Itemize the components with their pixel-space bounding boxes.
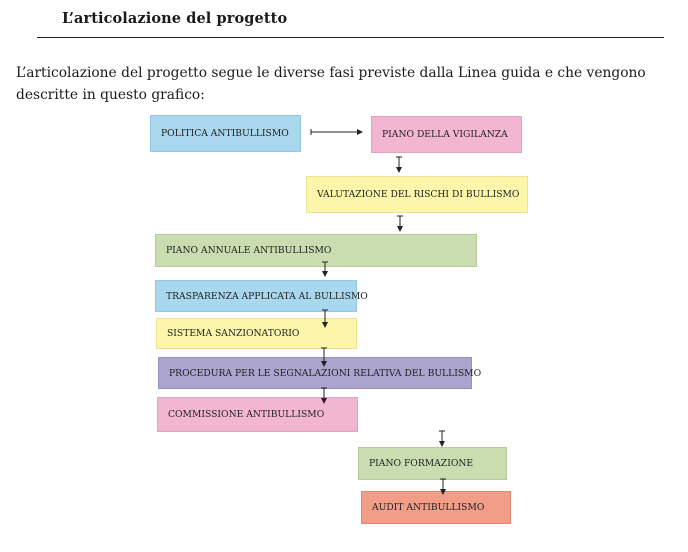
node-piano-formazione: PIANO FORMAZIONE <box>358 447 507 480</box>
node-procedura-segnalazioni: PROCEDURA PER LE SEGNALAZIONI RELATIVA D… <box>158 357 481 389</box>
node-trasparenza: TRASPARENZA APPLICATA AL BULLISMO <box>155 280 368 312</box>
node-audit-antibullismo: AUDIT ANTIBULLISMO <box>361 491 511 524</box>
node-piano-della-vigilanza: PIANO DELLA VIGILANZA <box>371 116 522 153</box>
node-valutazione-rischi: VALUTAZIONE DEL RISCHI DI BULLISMO <box>306 176 528 213</box>
section-heading: L’articolazione del progetto <box>62 10 288 27</box>
intro-paragraph: L’articolazione del progetto segue le di… <box>16 65 646 103</box>
node-piano-annuale-antibullismo: PIANO ANNUALE ANTIBULLISMO <box>155 234 477 267</box>
node-politica-antibullismo: POLITICA ANTIBULLISMO <box>150 115 301 152</box>
heading-divider <box>37 37 664 38</box>
